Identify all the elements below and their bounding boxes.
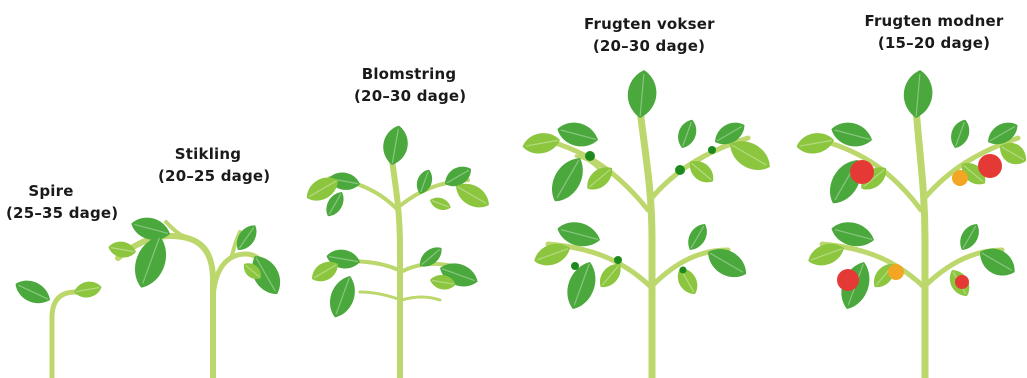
fruit [955, 275, 969, 289]
plant-frugten-vokser [521, 69, 776, 378]
stem [360, 292, 401, 300]
plant-stikling [107, 213, 287, 378]
plant-spire [11, 275, 103, 378]
stem [640, 110, 652, 378]
fruit [585, 151, 595, 161]
fruit [888, 264, 904, 280]
stem [52, 292, 76, 378]
fruit [978, 154, 1002, 178]
fruit [571, 262, 579, 270]
plant-blomstring [302, 124, 494, 378]
fruit [675, 165, 685, 175]
plant-frugten-modner [795, 69, 1027, 378]
fruit [837, 269, 859, 291]
stem [402, 297, 440, 300]
fruit [708, 146, 716, 154]
fruit [850, 160, 874, 184]
fruit [614, 256, 622, 264]
fruit [680, 267, 687, 274]
stem [916, 108, 925, 378]
fruit [952, 170, 968, 186]
